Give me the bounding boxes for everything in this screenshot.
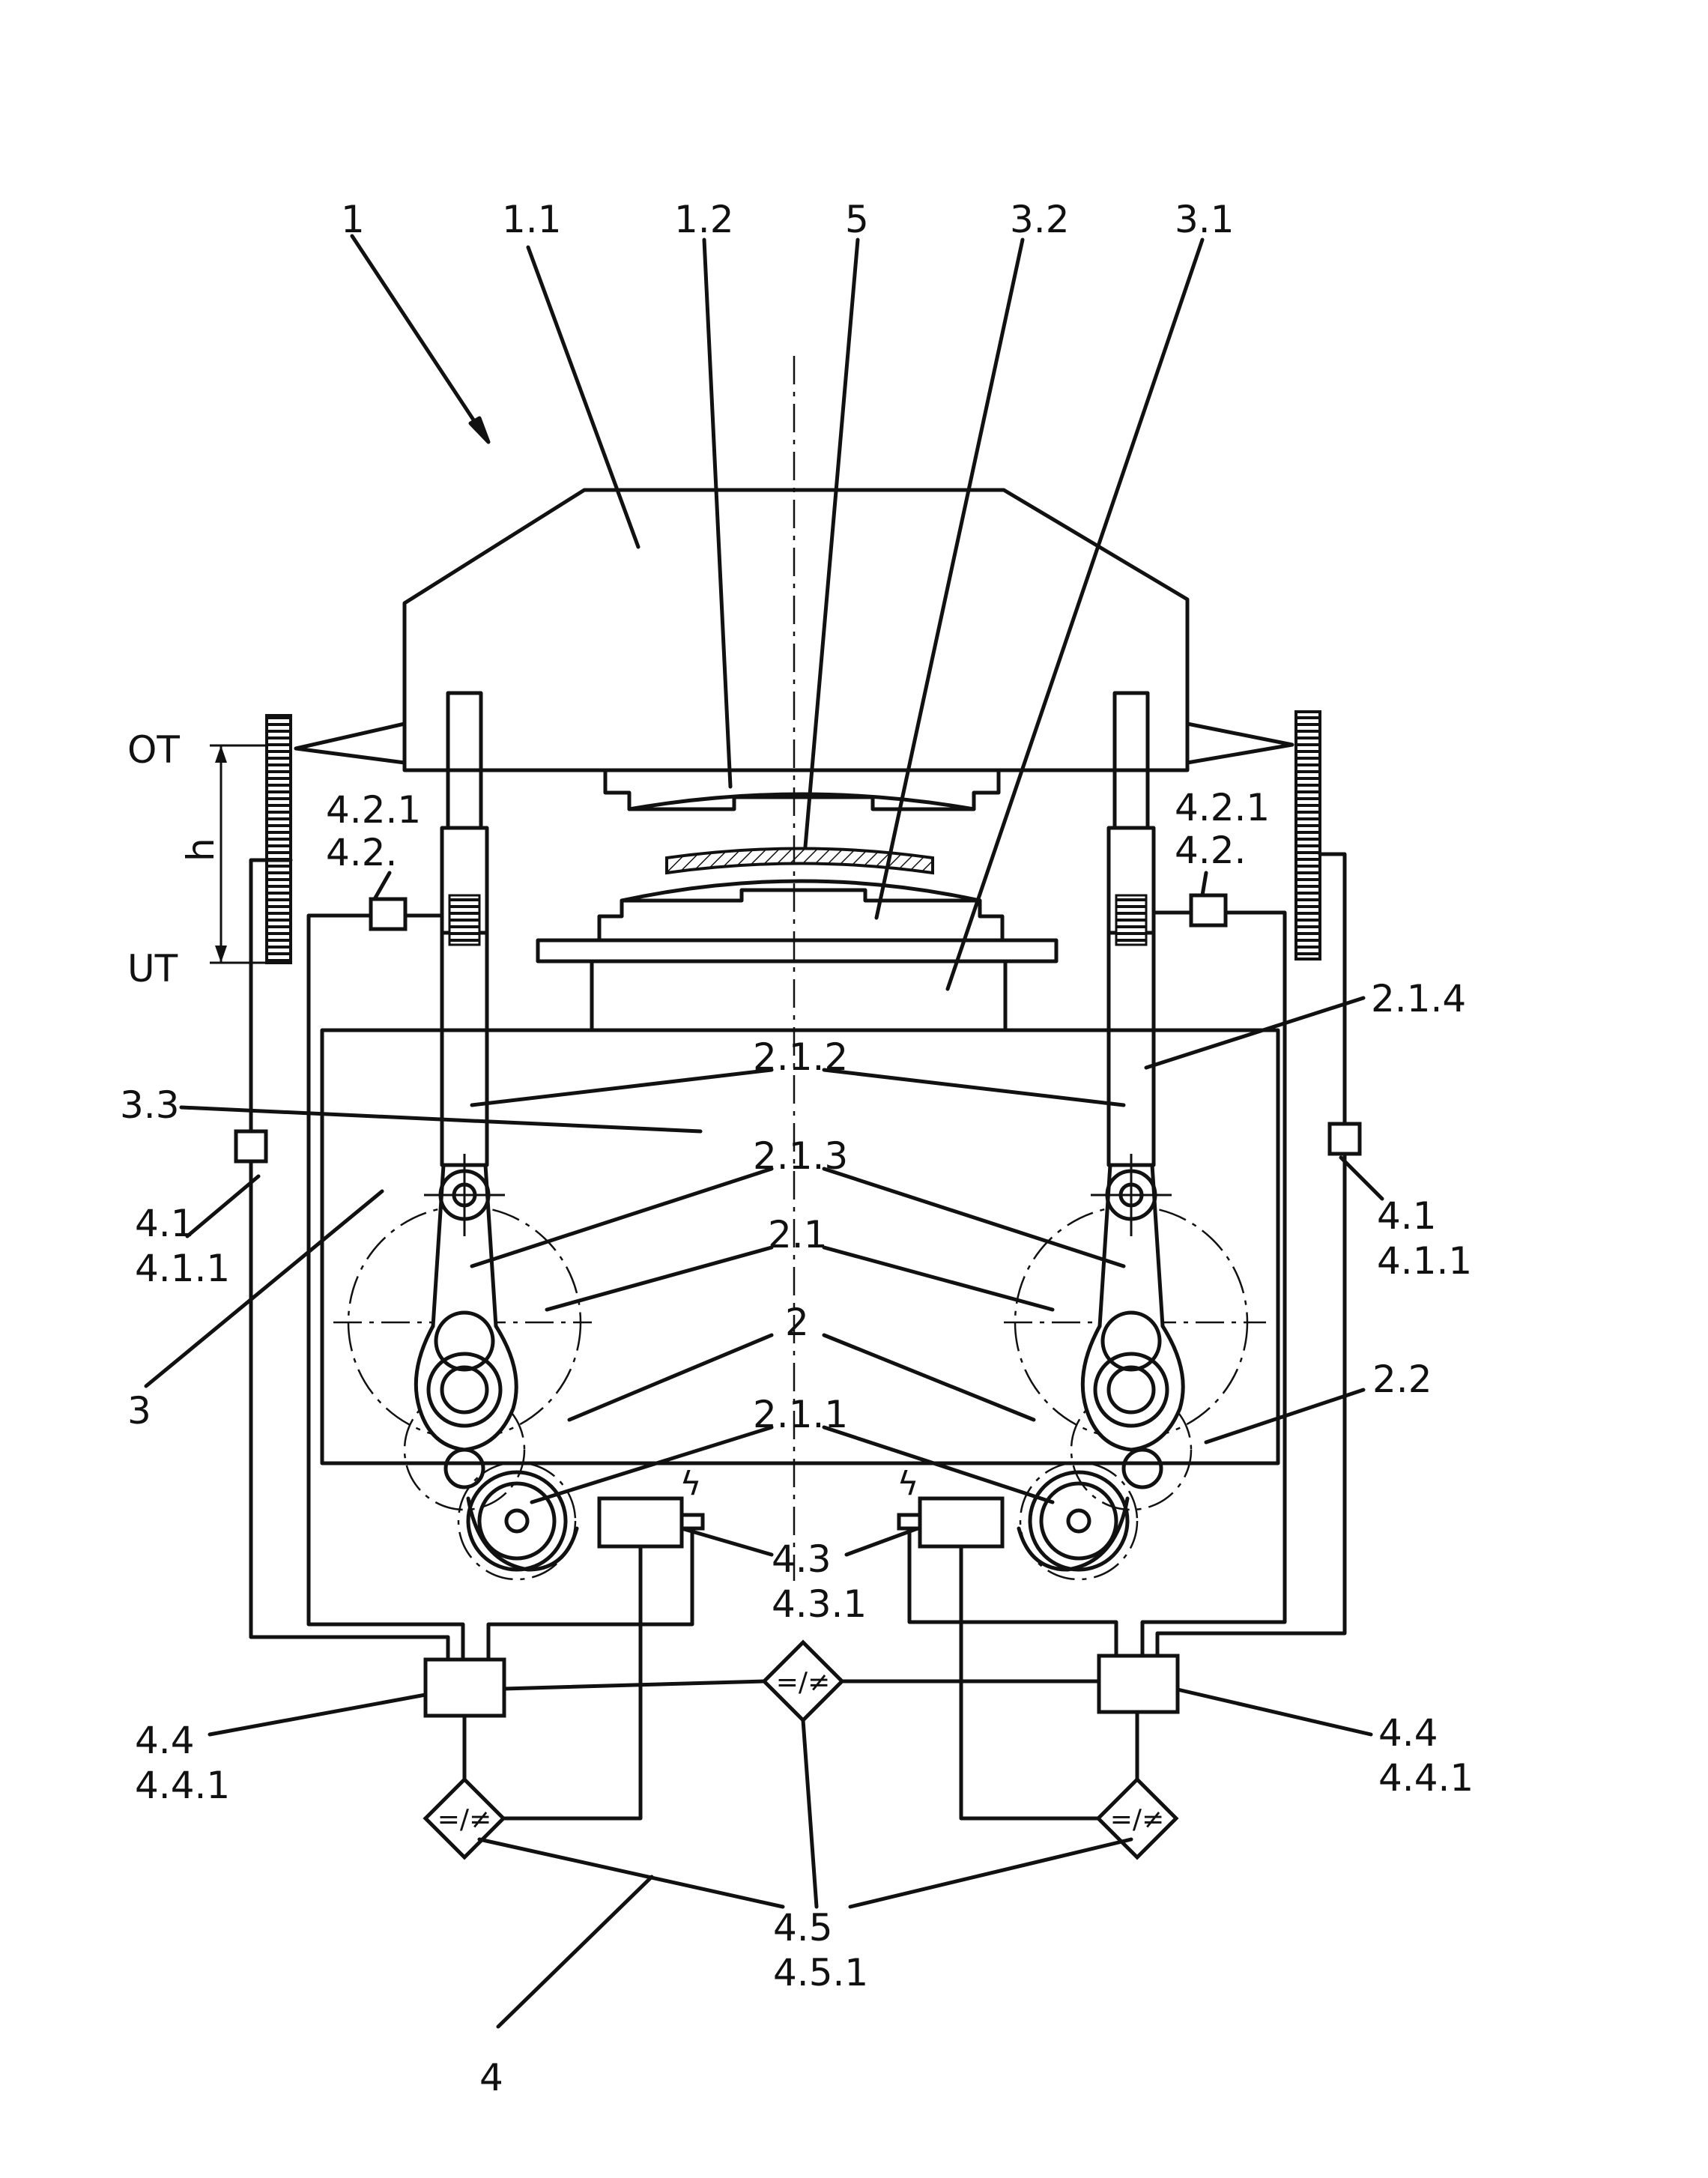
sensor-4-1-right (1330, 1124, 1360, 1154)
label-2-1-1: 2.1.1 (753, 1393, 848, 1436)
sensor-4-1-left (236, 1131, 266, 1161)
label-2-1-3: 2.1.3 (753, 1134, 848, 1178)
lower-tool (599, 881, 1002, 940)
label-4-2-1-right: 4.2.1 (1175, 786, 1270, 829)
comparator-right-label: =/≠ (1110, 1804, 1164, 1835)
label-4-1-1-right: 4.1.1 (1377, 1239, 1472, 1283)
controller-4-4-right (1099, 1656, 1178, 1712)
workpiece (667, 849, 933, 874)
label-3-1: 3.1 (1175, 198, 1235, 241)
comparator-center-label: =/≠ (776, 1667, 830, 1698)
drive-unit-right (920, 1498, 1002, 1546)
stroke-scale-right (1296, 712, 1320, 959)
controller-4-4-left (426, 1660, 504, 1716)
label-4-4-1-left: 4.4.1 (135, 1764, 230, 1807)
label-4-2-left: 4.2. (326, 831, 397, 874)
label-2-2: 2.2 (1372, 1358, 1432, 1401)
label-4-2-right: 4.2. (1175, 829, 1246, 872)
label-4-3: 4.3 (772, 1537, 832, 1581)
label-2-1: 2.1 (768, 1213, 828, 1256)
power-symbol-right: ϟ (897, 1465, 918, 1503)
drive-unit-left (599, 1498, 682, 1546)
label-1-2: 1.2 (674, 198, 734, 241)
label-4-4-left: 4.4 (135, 1719, 195, 1762)
bolster-plate (538, 940, 1056, 1030)
label-3-3: 3.3 (120, 1083, 180, 1127)
label-3: 3 (127, 1389, 151, 1433)
power-symbol-left: ϟ (679, 1465, 701, 1503)
label-4: 4 (479, 2056, 503, 2099)
label-4-1-1-left: 4.1.1 (135, 1247, 230, 1290)
label-4-1-left: 4.1 (135, 1202, 195, 1245)
label-4-4-right: 4.4 (1378, 1711, 1438, 1755)
label-4-1-right: 4.1 (1377, 1194, 1437, 1238)
sensor-4-2-left (371, 899, 405, 929)
label-h: h (179, 838, 222, 862)
label-4-2-1-left: 4.2.1 (326, 788, 421, 832)
label-UT: UT (127, 947, 178, 990)
label-3-2: 3.2 (1010, 198, 1070, 241)
label-2-1-4: 2.1.4 (1371, 977, 1466, 1020)
label-4-3-1: 4.3.1 (772, 1582, 867, 1626)
label-1-1: 1.1 (502, 198, 562, 241)
label-5: 5 (845, 198, 869, 241)
label-4-5: 4.5 (773, 1906, 833, 1949)
encoder-right (899, 1515, 920, 1528)
label-2: 2 (785, 1301, 809, 1344)
spring-right (1116, 895, 1146, 945)
spring-left (449, 895, 479, 945)
label-OT: OT (127, 728, 180, 772)
label-2-1-2: 2.1.2 (753, 1035, 848, 1079)
sensor-4-2-right (1191, 895, 1226, 925)
encoder-left (682, 1515, 703, 1528)
comparator-left-label: =/≠ (437, 1804, 491, 1835)
label-4-4-1-right: 4.4.1 (1378, 1756, 1474, 1800)
label-4-5-1: 4.5.1 (773, 1951, 868, 1994)
label-1: 1 (341, 198, 365, 241)
leader-lines (146, 236, 1382, 2027)
